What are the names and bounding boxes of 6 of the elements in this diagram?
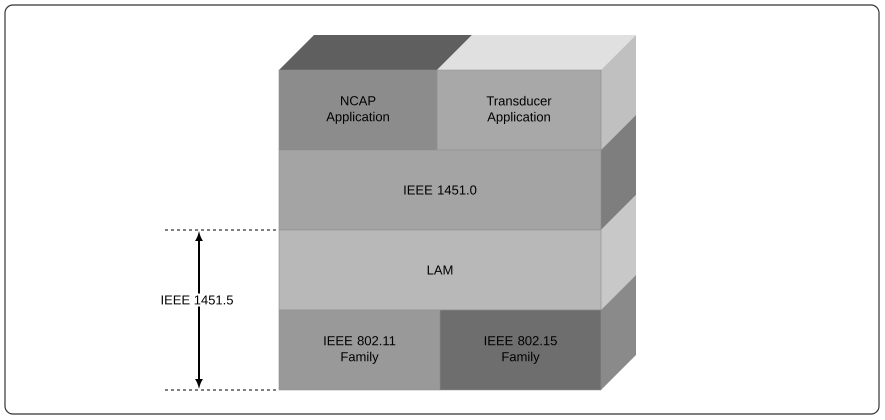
layer-block: NCAP Application	[278, 35, 472, 150]
layer-block: Transducer Application	[436, 35, 636, 150]
layer-block: LAM	[278, 195, 636, 310]
layer-block: IEEE 802.11 Family	[278, 310, 440, 390]
dimension-label: IEEE 1451.5	[158, 293, 236, 307]
layer-block: IEEE 802.15 Family	[440, 275, 636, 390]
